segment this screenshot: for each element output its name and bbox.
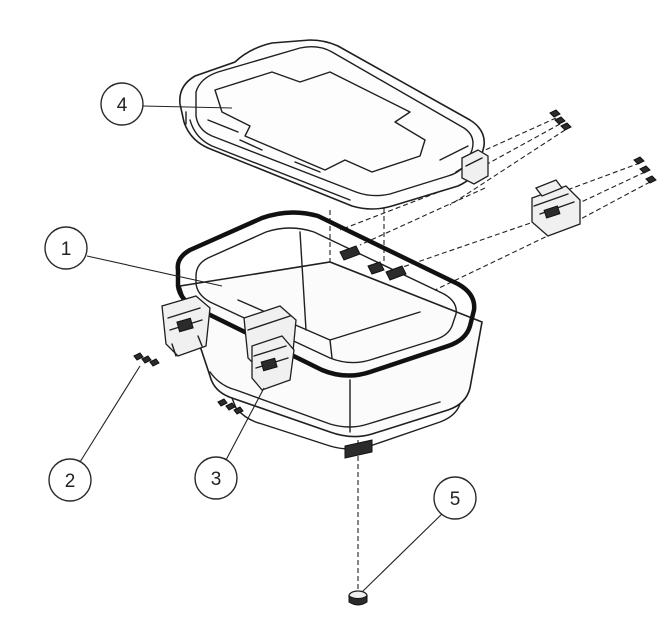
latch-screws	[633, 156, 657, 184]
hinge-mount-line	[359, 187, 486, 246]
callout-3: 3	[194, 456, 238, 500]
callout-5: 5	[433, 476, 477, 520]
leader-5	[361, 509, 447, 593]
leader-1	[86, 255, 223, 287]
callout-number: 3	[211, 469, 222, 490]
detached-latch	[531, 179, 581, 237]
callout-4: 4	[100, 82, 144, 126]
leader-lines	[79, 105, 447, 593]
hinge-screws	[549, 109, 572, 131]
callout-number: 5	[450, 489, 461, 510]
callout-2: 2	[48, 458, 92, 502]
callout-number: 4	[117, 95, 128, 116]
lid	[178, 39, 489, 210]
hinge-screw-line	[449, 129, 566, 206]
foot	[348, 590, 368, 606]
latch-front	[243, 305, 297, 391]
bottom-foot-recess	[344, 439, 373, 459]
box-body	[175, 210, 483, 459]
leader-3	[225, 387, 265, 461]
latch-left	[161, 295, 211, 357]
latch-mount-line	[399, 217, 546, 269]
callout-number: 1	[61, 239, 72, 260]
latch-screw-line	[574, 181, 651, 223]
screws-left	[133, 352, 160, 367]
screws-middle	[217, 398, 244, 415]
leader-2	[79, 365, 141, 463]
latch-mount-line	[434, 229, 561, 291]
callout-1: 1	[44, 226, 88, 270]
callout-number: 2	[65, 471, 76, 492]
leader-4	[142, 105, 233, 109]
